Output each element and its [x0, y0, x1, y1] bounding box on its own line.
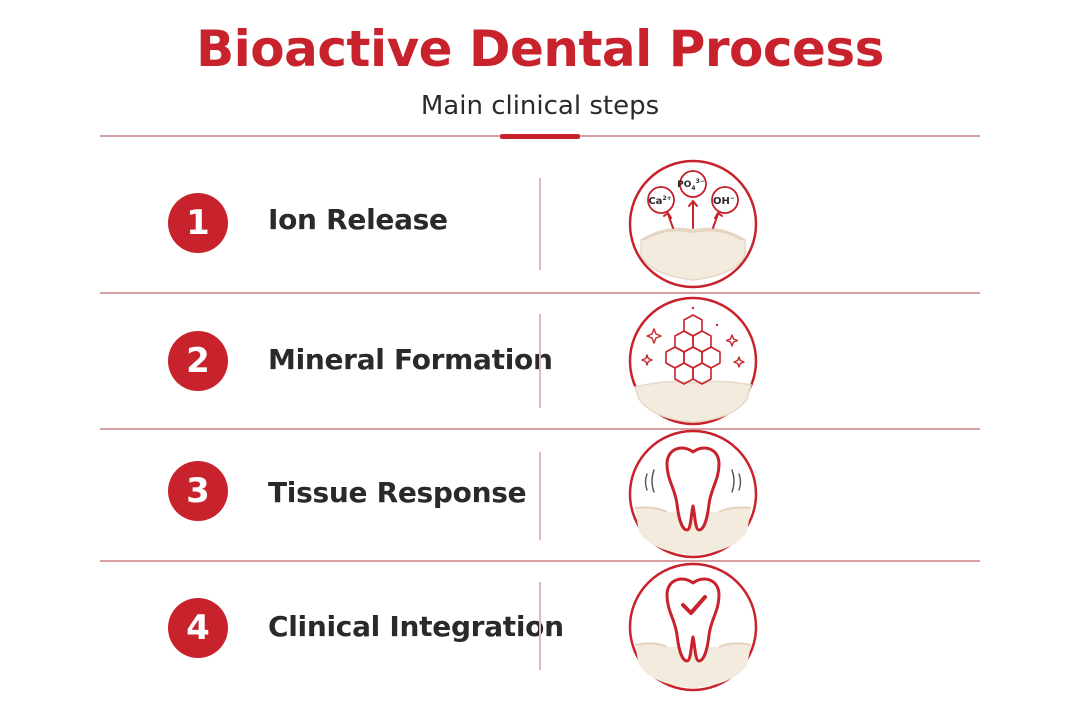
svg-text:Ca2+: Ca2+: [648, 195, 671, 207]
page-title: Bioactive Dental Process: [196, 20, 884, 78]
step-number-badge: 4: [168, 598, 228, 658]
row-divider: [100, 292, 980, 294]
column-divider: [539, 452, 541, 540]
column-divider: [539, 178, 541, 270]
mineral-lattice-icon: [628, 296, 758, 426]
row-divider: [100, 428, 980, 430]
step-label: Tissue Response: [268, 476, 527, 509]
step-number-badge: 2: [168, 331, 228, 391]
step-row-2: 2 Mineral Formation: [100, 294, 980, 428]
svg-text:OH−: OH−: [713, 195, 735, 207]
header-accent-bar: [500, 134, 580, 139]
page-subtitle: Main clinical steps: [420, 91, 660, 121]
step-number-badge: 1: [168, 193, 228, 253]
step-number-badge: 3: [168, 461, 228, 521]
step-row-1: 1 Ion Release Ca2+ PO43− OH−: [100, 156, 980, 292]
column-divider: [539, 582, 541, 670]
step-label: Clinical Integration: [268, 610, 564, 643]
step-label: Mineral Formation: [268, 343, 553, 376]
ion-release-icon: Ca2+ PO43− OH−: [628, 159, 758, 289]
tooth-in-gum-icon: [628, 429, 758, 559]
column-divider: [539, 314, 541, 408]
step-label: Ion Release: [268, 203, 448, 236]
tooth-checkmark-icon: [628, 562, 758, 692]
step-row-3: 3 Tissue Response: [100, 429, 980, 560]
row-divider: [100, 560, 980, 562]
step-row-4: 4 Clinical Integration: [100, 562, 980, 692]
svg-text:PO43−: PO43−: [677, 178, 705, 192]
